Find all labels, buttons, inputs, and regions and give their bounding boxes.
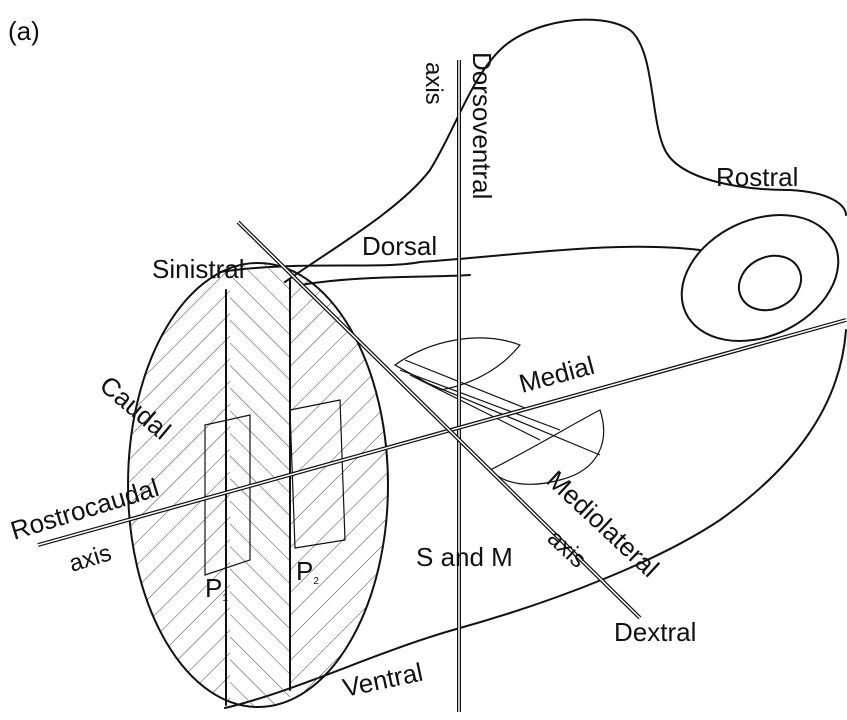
panel-label: (a) [8, 16, 40, 46]
p2-subscript: 2 [313, 576, 319, 587]
dextral-label: Dextral [614, 617, 696, 647]
ventral-label: Ventral [340, 657, 425, 703]
dorsal-label: Dorsal [362, 231, 437, 261]
s-and-m-label: S and M [416, 542, 513, 572]
sinistral-label: Sinistral [152, 254, 244, 284]
mediolateral-sub-label: axis [542, 525, 592, 574]
dorsoventral-label: Dorsoventral [467, 52, 497, 199]
mediolateral-label: Mediolateral [541, 464, 665, 583]
rostral-rings [661, 191, 847, 365]
dorsoventral-axis-sub-label: axis [420, 62, 447, 105]
p1-subscript: 1 [222, 593, 228, 604]
rostrocaudal-sub-label: axis [66, 539, 115, 577]
rostral-label: Rostral [716, 162, 798, 192]
